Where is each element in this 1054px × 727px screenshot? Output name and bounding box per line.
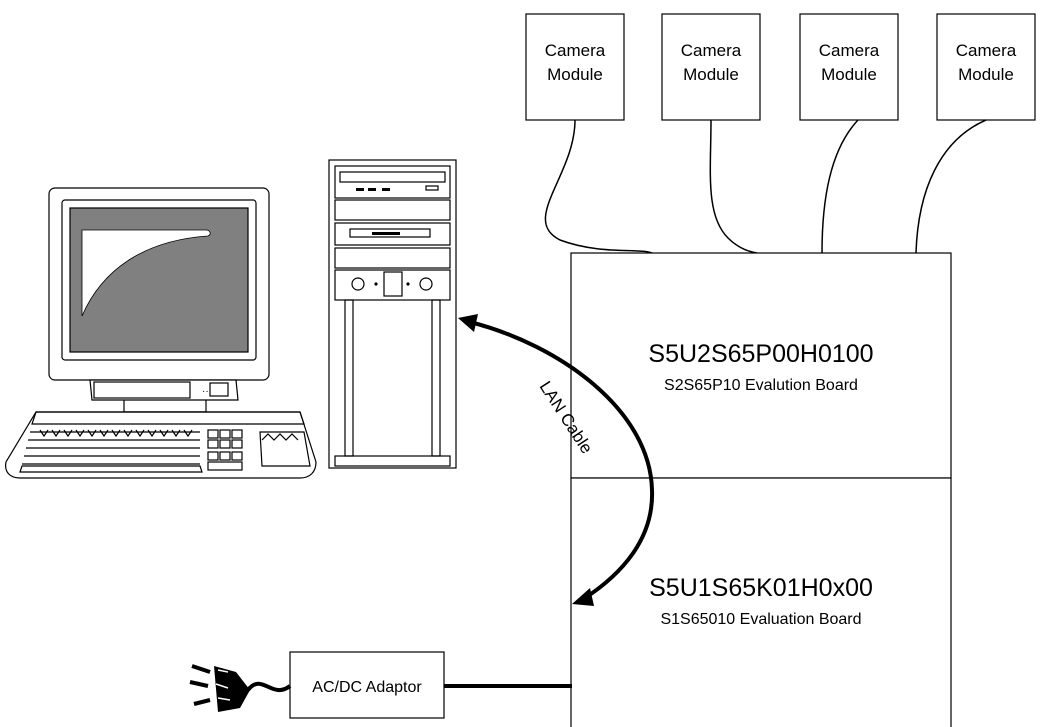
- camera-cable-2: [709, 119, 758, 254]
- camera-module-2-line1: Camera: [681, 41, 742, 60]
- tower-pc-icon: [328, 159, 457, 469]
- camera-module-4-line1: Camera: [956, 41, 1017, 60]
- camera-cable-4: [915, 119, 987, 254]
- camera-module-3: Camera Module: [799, 13, 899, 121]
- screen-glare: [81, 229, 211, 317]
- lan-cable-arrow: [458, 314, 655, 606]
- camera-module-1-line2: Module: [547, 65, 603, 84]
- keypad: [259, 431, 311, 467]
- camera-cable-3: [821, 119, 859, 254]
- adaptor-label: AC/DC Adaptor: [312, 679, 422, 696]
- lower-board-name: S5U1S65K01H0x00: [649, 574, 873, 602]
- power-plug-icon: [189, 664, 292, 712]
- upper-board-name: S5U2S65P00H0100: [648, 340, 873, 368]
- upper-evaluation-board: S5U2S65P00H0100 S2S65P10 Evalution Board: [570, 252, 952, 479]
- ac-dc-adaptor: AC/DC Adaptor: [289, 651, 445, 719]
- camera-module-4-line2: Module: [958, 65, 1014, 84]
- monitor-icon: ··: [48, 187, 270, 413]
- camera-module-4: Camera Module: [936, 13, 1036, 121]
- upper-board-desc: S2S65P10 Evalution Board: [664, 377, 858, 394]
- lower-board-desc: S1S65010 Evaluation Board: [660, 611, 861, 628]
- camera-module-3-line2: Module: [821, 65, 877, 84]
- monitor-base: [89, 379, 239, 401]
- lower-evaluation-board: S5U1S65K01H0x00 S1S65010 Evaluation Boar…: [570, 477, 952, 727]
- camera-cable-1: [544, 119, 653, 254]
- svg-text:··: ··: [202, 386, 209, 397]
- camera-module-1: Camera Module: [525, 13, 625, 121]
- camera-module-3-line1: Camera: [819, 41, 880, 60]
- lan-arrowhead-top: [458, 314, 478, 332]
- lan-arrowhead-bottom: [572, 588, 594, 606]
- keyboard-icon: [5, 411, 317, 479]
- camera-module-1-line1: Camera: [545, 41, 606, 60]
- camera-module-2: Camera Module: [661, 13, 761, 121]
- camera-module-2-line2: Module: [683, 65, 739, 84]
